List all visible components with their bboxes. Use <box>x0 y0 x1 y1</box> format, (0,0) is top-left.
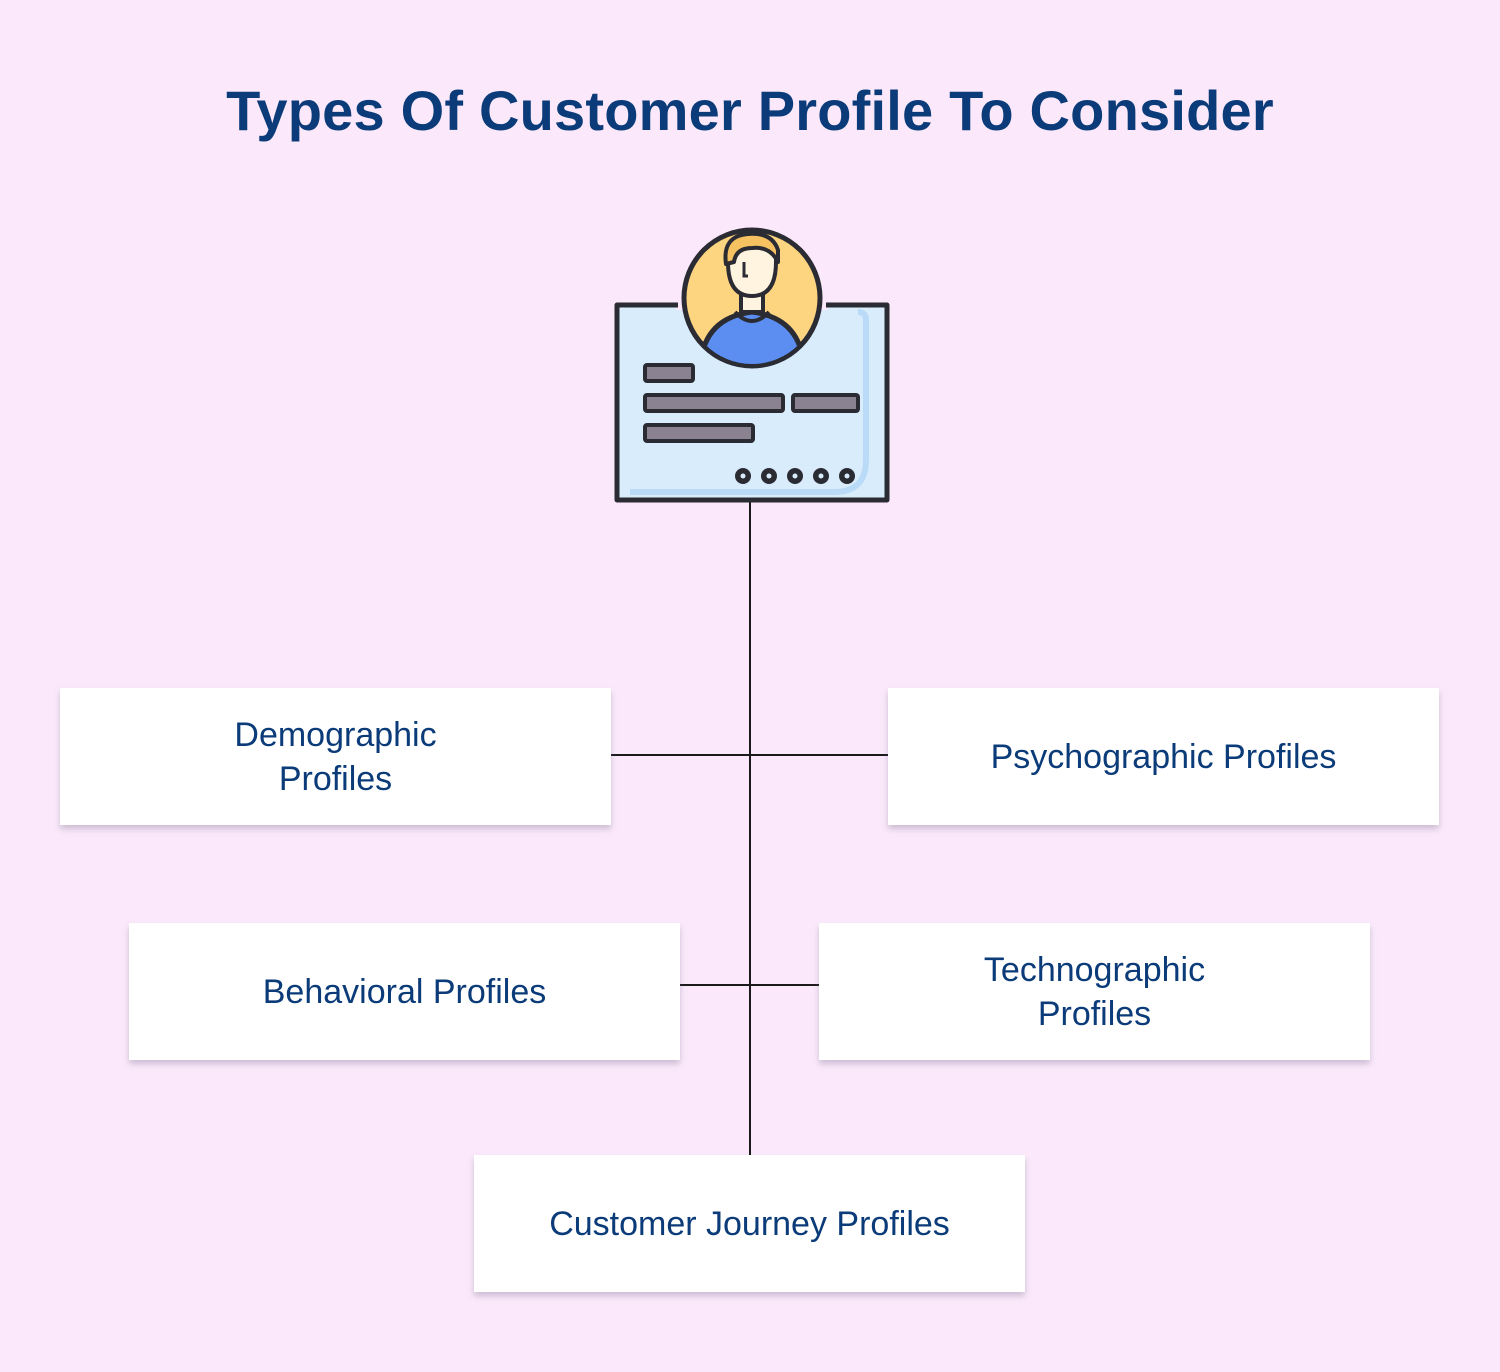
demographic-profiles-card: Demographic Profiles <box>60 688 611 825</box>
behavioral-profiles-card: Behavioral Profiles <box>129 923 680 1060</box>
demographic-profiles-label: Demographic Profiles <box>234 715 437 798</box>
diagram-title: Types Of Customer Profile To Consider <box>226 79 1274 142</box>
customer-journey-profiles-card: Customer Journey Profiles <box>474 1155 1025 1292</box>
technographic-profiles-card: Technographic Profiles <box>819 923 1370 1060</box>
psychographic-profiles-label: Psychographic Profiles <box>990 737 1337 776</box>
psychographic-profiles-card: Psychographic Profiles <box>888 688 1439 825</box>
behavioral-profiles-label: Behavioral Profiles <box>262 972 547 1011</box>
technographic-profiles-label: Technographic Profiles <box>983 950 1206 1033</box>
customer-profile-card-icon <box>614 227 890 503</box>
customer-journey-profiles-label: Customer Journey Profiles <box>549 1204 950 1243</box>
